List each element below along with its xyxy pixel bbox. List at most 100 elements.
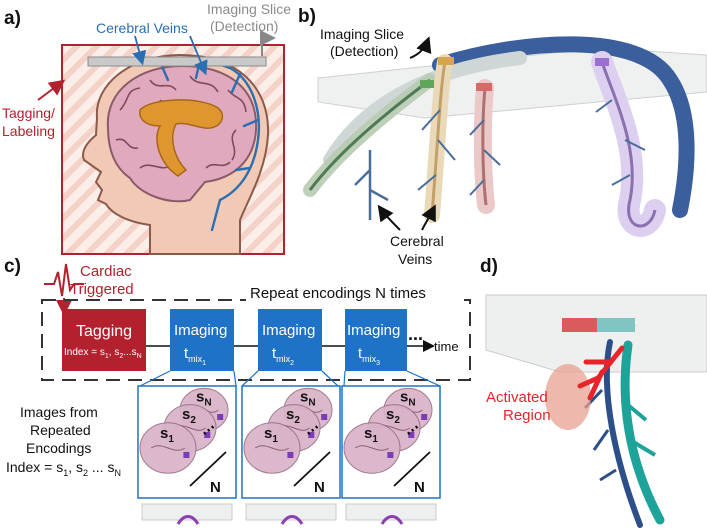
tag-block-red (562, 318, 597, 332)
panel-a: a) Cereb (2, 1, 291, 255)
vessel-pink-core (481, 87, 488, 206)
veins-arrow-b-2 (421, 204, 436, 231)
tagging-box-label: Tagging (76, 323, 132, 340)
imaging-slice-label-b-1: Imaging Slice (320, 26, 404, 42)
activated-label-2: Region (503, 407, 551, 424)
vessel-pink-branches (469, 119, 501, 196)
stack-n-label: N (414, 479, 425, 496)
cardiac-label-2: Triggered (70, 281, 134, 298)
imaging-box-2-label: Imaging (262, 322, 315, 339)
time-label: time (434, 339, 459, 354)
imaging-slice-arrow-b (409, 36, 432, 59)
slice-label: s1 (364, 425, 378, 445)
panel-a-letter: a) (4, 8, 21, 29)
slice-label: s1 (264, 425, 278, 445)
imaging-box-3: Imaging tmix3 (345, 309, 407, 371)
cerebral-veins-label-b-2: Veins (398, 251, 432, 267)
vessel-beige-core (430, 61, 447, 216)
stack-preview-vessel (176, 515, 200, 525)
tag-beige (438, 57, 454, 65)
activated-region-ellipse (545, 364, 591, 430)
veins-arrow-2 (189, 35, 208, 76)
panel-b-letter: b) (298, 6, 316, 27)
brain (106, 64, 258, 203)
tagging-label-1: Tagging/ (2, 105, 55, 121)
imaging-box-1: Imaging tmix1 (170, 309, 234, 371)
panel-d: d) Activated Region (480, 256, 707, 528)
slice-tag-marker (387, 452, 394, 458)
slice-label: s2 (386, 406, 400, 426)
imaging-box-2: Imaging tmix2 (258, 309, 322, 371)
vein-tube-gray (323, 51, 527, 167)
images-caption-4: Index = s1, s2 ... sN (6, 459, 121, 478)
brain-slice-fold (150, 445, 186, 451)
tagging-index: Index = s1, s2...sN (64, 347, 142, 360)
veins-arrow-1 (132, 35, 147, 66)
imaging-box-1-label: Imaging (174, 322, 227, 339)
cerebral-veins-label-a: Cerebral Veins (96, 20, 188, 36)
stack-dots (307, 424, 319, 436)
vessel-purple-core (600, 61, 657, 228)
brain-slice-fold (254, 445, 290, 451)
tagging-arrow (37, 79, 66, 101)
slice-label: sN (196, 389, 212, 409)
vessel-green-core (308, 78, 431, 191)
tag-green (420, 80, 434, 88)
imaging-box-2-tmix: tmix2 (272, 345, 294, 367)
slice-label: s2 (182, 406, 196, 426)
images-caption-2: Repeated (30, 422, 91, 438)
slice-tag-marker (308, 432, 315, 438)
panel-c: c) Cardiac Triggered Repeat encodings N … (4, 256, 471, 478)
teal-vein (620, 340, 665, 525)
stack-preview-slice (245, 503, 337, 521)
stack-preview-slice (141, 503, 233, 521)
slice-tag-marker (287, 452, 294, 458)
cerebral-veins-label-b-1: Cerebral (390, 233, 444, 249)
images-caption-3: Encodings (26, 440, 91, 456)
stack-preview-slice (345, 503, 437, 521)
activated-vessels (577, 345, 625, 401)
activated-label-1: Activated (486, 389, 548, 406)
stack-dots (203, 424, 215, 436)
imaging-slice-plane-d (485, 294, 707, 373)
ventricle (139, 99, 224, 177)
stack-n-label: N (210, 479, 221, 496)
imaging-slice-bar-a (87, 56, 267, 67)
stack-n-arrow (293, 451, 331, 487)
timeline-ellipsis: ... (408, 324, 423, 344)
slice-label: sN (400, 389, 416, 409)
tagging-label-2: Labeling (2, 123, 55, 139)
tag-pink (476, 83, 492, 91)
panel-d-letter: d) (480, 256, 498, 277)
imaging-slice-arrow-a (260, 30, 276, 56)
veins-arrow-b-1 (377, 204, 401, 231)
stack-n-label: N (314, 479, 325, 496)
brain-slice-fold (354, 445, 390, 451)
vessel-beige-branches (417, 109, 456, 191)
tag-purple (595, 58, 609, 66)
major-vein-b (432, 36, 695, 218)
panel-c-letter: c) (4, 256, 21, 277)
tag-block-teal (597, 318, 635, 332)
slice-tag-marker (204, 432, 211, 438)
repeat-label-bg (246, 284, 464, 304)
stack-dots (407, 424, 419, 436)
slice-label: sN (300, 389, 316, 409)
cardiac-label-1: Cardiac (80, 263, 132, 280)
images-caption-1: Images from (20, 404, 98, 420)
repeat-label: Repeat encodings N times (250, 285, 426, 302)
slice-tag-marker (217, 414, 224, 420)
vessel-purple-branches (595, 99, 646, 186)
slice-label: s2 (286, 406, 300, 426)
stack-preview-vessel (380, 515, 404, 525)
panel-b: b) Imaging Slice (Detection) Cerebral Ve… (298, 6, 707, 267)
stack-n-arrow (189, 451, 227, 487)
stack-preview-vessel (280, 515, 304, 525)
repeat-dashed-box (41, 299, 471, 381)
imaging-slice-label-a-2: (Detection) (210, 18, 278, 34)
slice-tag-marker (321, 414, 328, 420)
